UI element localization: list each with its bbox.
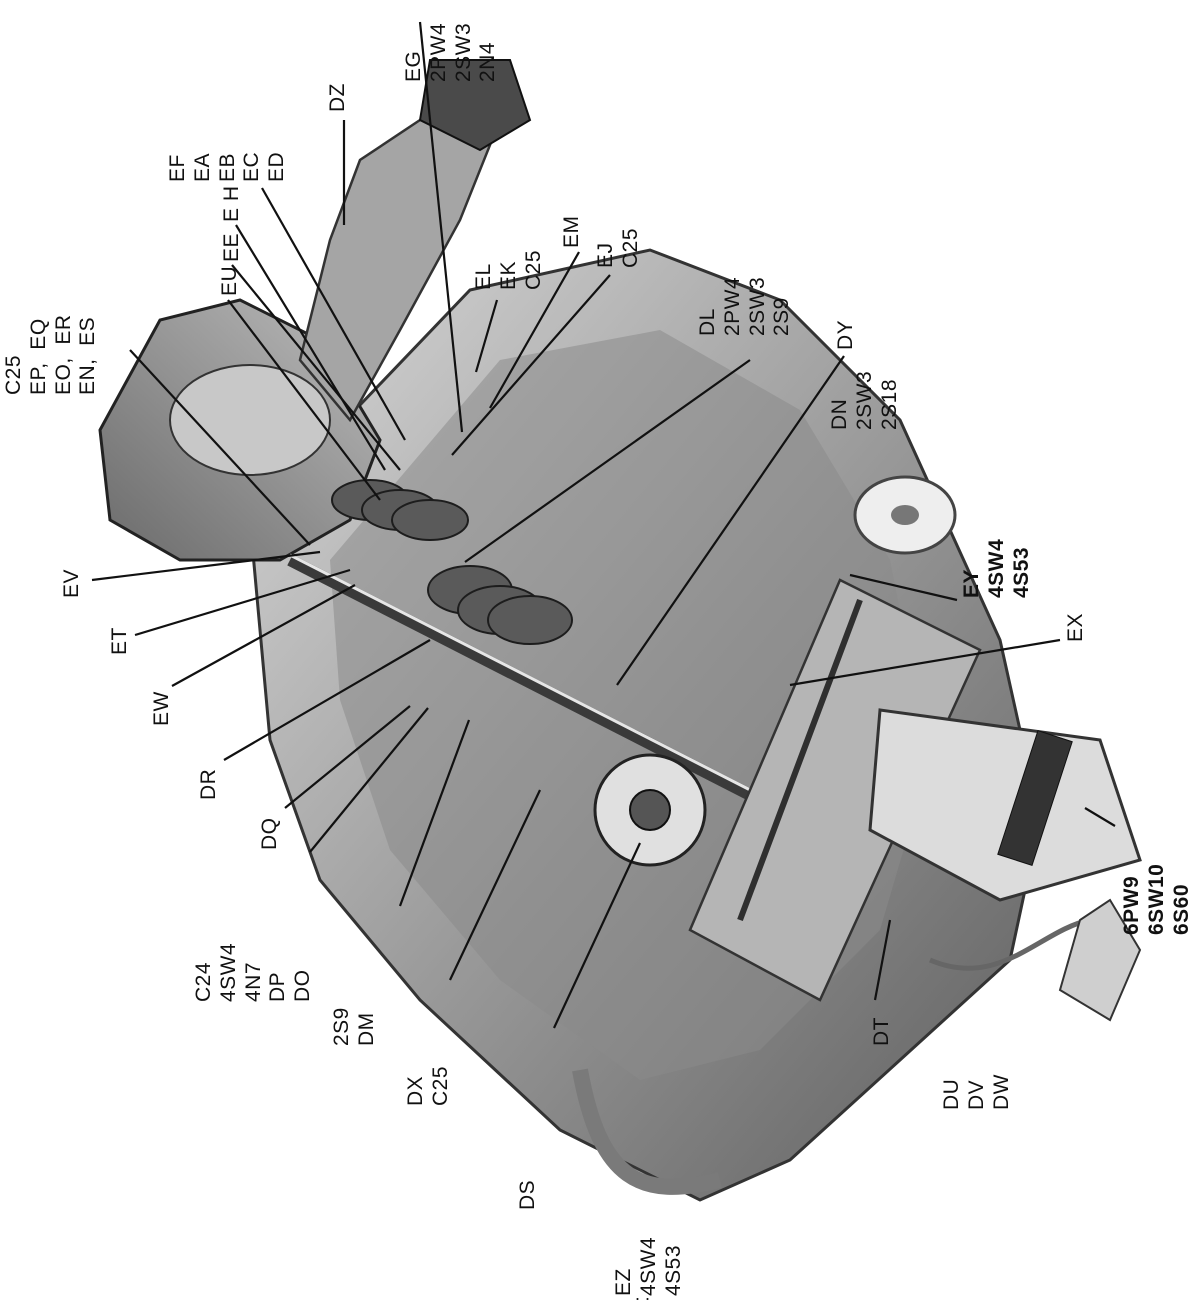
label-DX: DX C25: [404, 1065, 452, 1106]
central-shaft-highlight: [289, 553, 761, 797]
page-mark: . .: [635, 1284, 650, 1303]
connector-box: [868, 708, 1142, 902]
label-DS: DS: [516, 1179, 539, 1210]
label-DZ: DZ: [326, 83, 349, 112]
label-EJ: EJ C25: [594, 227, 642, 268]
cable: [929, 917, 1091, 971]
label-EW: EW: [150, 691, 173, 726]
label-DT: DT: [870, 1017, 893, 1046]
leader-lines: [91, 21, 1116, 1029]
adjust-knob-center: [891, 505, 919, 525]
label-DQ: DQ: [258, 817, 281, 851]
label-EH: E H: [220, 185, 243, 222]
top-bracket: [418, 59, 532, 152]
label-EZ: EZ 4SW4 4S53: [612, 1236, 685, 1296]
label-EU: EU: [218, 265, 241, 296]
label-EV: EV: [60, 568, 83, 598]
label-EM: EM: [560, 215, 583, 249]
label-ET: ET: [108, 627, 131, 655]
label-EY: EY 4SW4 4S53: [960, 538, 1033, 598]
label-DL: DL 2PW4 2SW3 2S9: [696, 276, 794, 336]
label-EG: EG 2PW4 2SW3 2N4: [402, 22, 500, 82]
label-DM: 2S9 DM: [330, 1007, 378, 1046]
terminal-plate: [1058, 898, 1142, 1022]
label-DN: DN 2SW3 2S18: [828, 370, 901, 430]
connector-socket: [997, 729, 1073, 867]
label-DY: DY: [834, 319, 857, 350]
label-EX: EX: [1064, 612, 1087, 642]
label-EF: EF EA EB EC ED: [166, 151, 289, 182]
label-C25-group: C25 EP, EQ EO, ER EN, ES: [2, 314, 100, 395]
drive-gear-hub: [629, 789, 671, 831]
bottom-tube: [572, 1068, 722, 1195]
label-DR: DR: [197, 768, 220, 800]
label-C24: C24 4SW4 4N7 DP DO: [192, 942, 315, 1002]
label-EL: EL EK C25: [472, 249, 545, 290]
label-DU: DU DV DW: [940, 1074, 1013, 1110]
rail-rod: [737, 598, 863, 922]
label-EE: EE: [220, 232, 243, 262]
cam-stack: [331, 479, 573, 645]
central-shaft: [287, 554, 763, 806]
guide-rail: [688, 578, 982, 1002]
motor-drum: [169, 364, 331, 476]
label-6PW9: 6PW9 6SW10 6S60: [1120, 863, 1193, 935]
